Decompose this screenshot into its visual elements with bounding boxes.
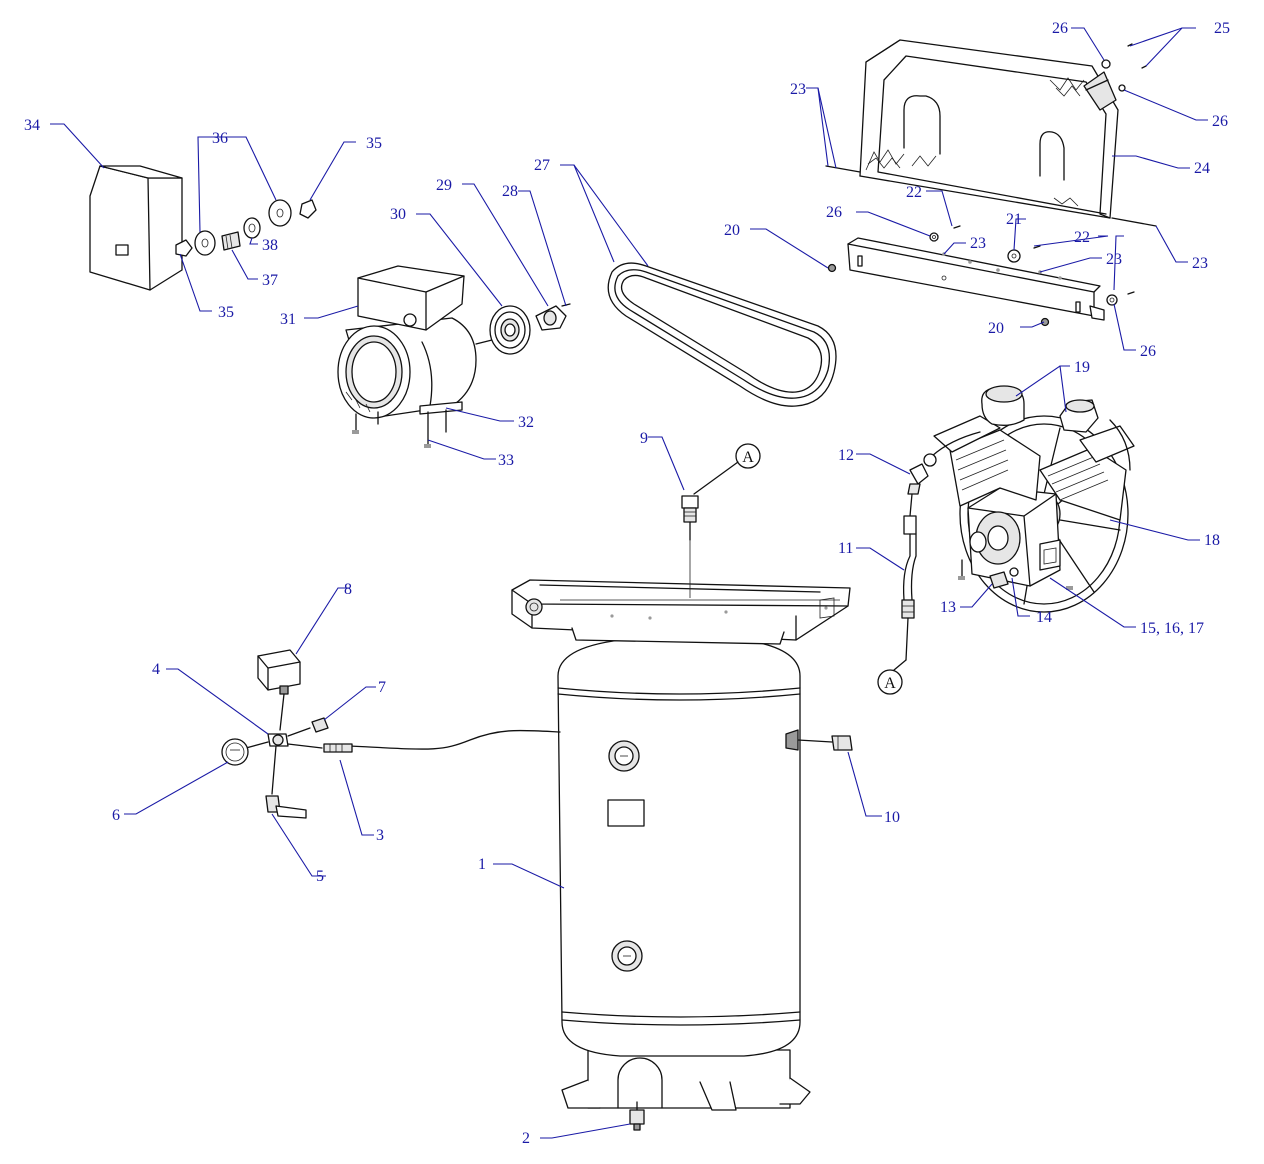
callout-4: 4 <box>152 661 160 678</box>
callout-20-left: 20 <box>724 222 740 239</box>
callout-23-middle: 23 <box>970 235 986 252</box>
callout-19: 19 <box>1074 359 1090 376</box>
callout-20-bottom: 20 <box>988 320 1004 337</box>
callout-32: 32 <box>518 414 534 431</box>
callout-23-right: 23 <box>1106 251 1122 268</box>
belt-guard <box>859 39 1119 219</box>
callout-13: 13 <box>940 599 956 616</box>
callout-3: 3 <box>376 827 384 844</box>
drain-valve <box>629 1101 645 1131</box>
callout-18: 18 <box>1204 532 1220 549</box>
electric-motor <box>337 265 493 448</box>
callout-7: 7 <box>378 679 386 696</box>
pump-discharge-line <box>901 463 1019 661</box>
leader-lines <box>50 27 1208 1139</box>
pressure-switch-assembly <box>221 649 329 819</box>
control-box-hardware <box>175 199 317 257</box>
ref-a-top-label: A <box>742 449 754 466</box>
callout-34: 34 <box>24 117 40 134</box>
callout-36: 36 <box>212 130 228 147</box>
v-belt <box>607 262 837 407</box>
callout-26-top: 26 <box>1052 20 1068 37</box>
connection-ref-a-top: A <box>693 443 761 495</box>
ref-a-bottom-label: A <box>884 675 896 692</box>
callout-22-right: 22 <box>1074 229 1090 246</box>
callout-37: 37 <box>262 272 278 289</box>
callout-26-middle: 26 <box>826 204 842 221</box>
callout-26-bottom: 26 <box>1140 343 1156 360</box>
callout-21: 21 <box>1006 211 1022 228</box>
tank-platform <box>511 579 851 645</box>
discharge-tube <box>323 729 561 753</box>
callout-labels: 1 2 3 4 5 6 7 8 9 10 11 12 13 14 15, 16,… <box>24 20 1230 1147</box>
callout-1: 1 <box>478 856 486 873</box>
compressor-pump <box>923 385 1135 613</box>
callout-28: 28 <box>502 183 518 200</box>
callout-25: 25 <box>1214 20 1230 37</box>
callout-24: 24 <box>1194 160 1210 177</box>
connection-ref-a-bottom: A <box>877 659 907 695</box>
callout-26-right: 26 <box>1212 113 1228 130</box>
callout-15-16-17: 15, 16, 17 <box>1140 620 1204 637</box>
control-box <box>89 165 183 291</box>
callout-27: 27 <box>534 157 550 174</box>
callout-23-far-right: 23 <box>1192 255 1208 272</box>
callout-14: 14 <box>1036 609 1052 626</box>
check-valve-fitting <box>681 495 699 598</box>
callout-29: 29 <box>436 177 452 194</box>
motor-pulley <box>489 303 571 355</box>
callout-8: 8 <box>344 581 352 598</box>
callout-2: 2 <box>522 1130 530 1147</box>
callout-33: 33 <box>498 452 514 469</box>
callout-38: 38 <box>262 237 278 254</box>
air-tank <box>557 639 811 1111</box>
callout-35-bottom: 35 <box>218 304 234 321</box>
callout-11: 11 <box>838 540 853 557</box>
callout-10: 10 <box>884 809 900 826</box>
belt-guard-bracket <box>847 237 1105 321</box>
callout-9: 9 <box>640 430 648 447</box>
callout-23-top: 23 <box>790 81 806 98</box>
callout-6: 6 <box>112 807 120 824</box>
callout-22-left: 22 <box>906 184 922 201</box>
callout-31: 31 <box>280 311 296 328</box>
callout-35-top: 35 <box>366 135 382 152</box>
callout-12: 12 <box>838 447 854 464</box>
side-fitting <box>797 735 853 751</box>
callout-5: 5 <box>316 868 324 885</box>
callout-30: 30 <box>390 206 406 223</box>
